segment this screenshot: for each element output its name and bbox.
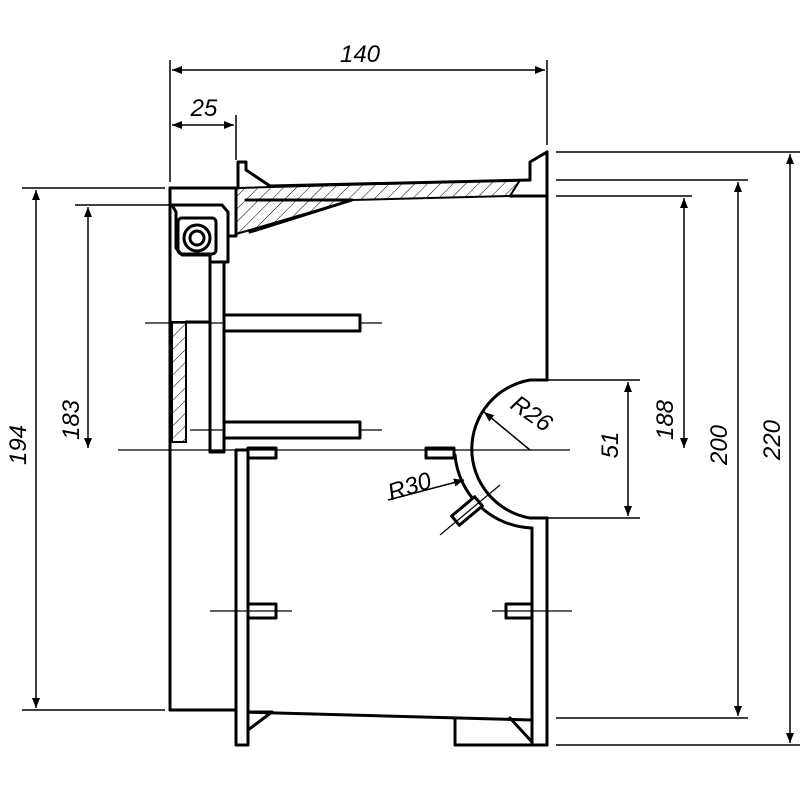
- top-flange-hatch: [235, 178, 522, 236]
- boss-left-of-arc: [424, 446, 456, 460]
- dim-25-label: 25: [190, 95, 218, 122]
- r30-label: R30: [385, 467, 436, 506]
- mounting-hole-outer: [182, 223, 212, 253]
- dimensions: 140 25 194 183 220 200 188 51: [5, 41, 800, 746]
- dim-194-label: 194: [5, 425, 32, 465]
- semicircle-cutout: [470, 378, 549, 520]
- bottom-foot: [453, 716, 534, 747]
- r30-leader: [387, 478, 465, 501]
- dim-140-label: 140: [340, 41, 381, 68]
- bottom-edge: [238, 710, 534, 722]
- upper-pin: [222, 313, 362, 333]
- middle-pin: [222, 420, 362, 440]
- top-flange-outline: [168, 150, 549, 190]
- corner-pocket: [176, 216, 218, 256]
- dim-220-label: 220: [759, 419, 786, 461]
- mounting-hole-inner: [188, 229, 206, 247]
- dim-188-label: 188: [652, 399, 679, 440]
- part-outline: [168, 150, 549, 747]
- foot-chamfer: [508, 716, 534, 744]
- r26-label: R26: [506, 390, 558, 438]
- inner-wall-lower: [234, 448, 250, 747]
- dim-51-label: 51: [597, 432, 624, 459]
- dim-200-label: 200: [706, 424, 733, 466]
- axis-lines: [118, 322, 572, 612]
- inner-wall-foot: [246, 710, 274, 732]
- rib-outline: [244, 198, 354, 234]
- arc-boss-axis: [439, 484, 501, 536]
- inner-wall-upper: [208, 260, 226, 454]
- r26-leader: [483, 411, 531, 451]
- left-hatched-strip: [171, 321, 187, 443]
- dim-183-label: 183: [58, 399, 85, 440]
- boss-under-pin: [246, 446, 278, 460]
